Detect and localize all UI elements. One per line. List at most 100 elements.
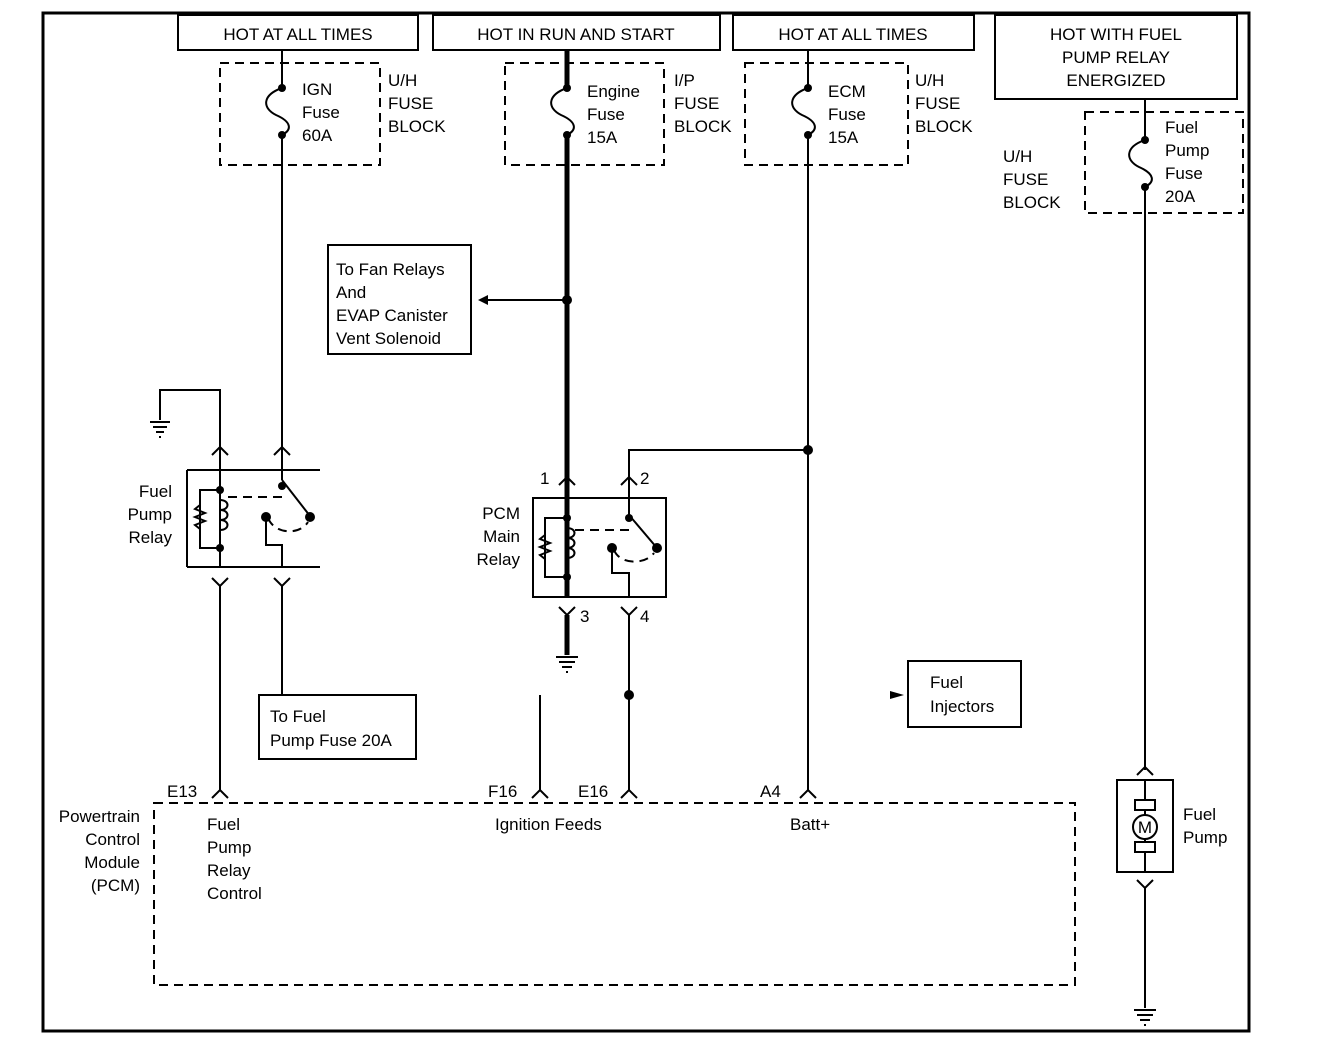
diagram-label: Pump — [207, 838, 251, 857]
arrow-icon — [890, 691, 904, 699]
fuel-pump-fuse: Fuel Pump Fuse 20A U/H FUSE BLOCK — [1003, 99, 1244, 214]
wire-segment — [186, 469, 320, 568]
splice-dot — [804, 84, 812, 92]
wire-segment — [558, 606, 638, 617]
pcm-main-relay: 1 2 3 4 PCM Main Relay — [477, 469, 667, 626]
diagram-label: HOT AT ALL TIMES — [778, 25, 927, 44]
wire-segment — [558, 475, 638, 486]
splice-dot — [803, 445, 813, 455]
pcm-module: E13 F16 E16 A4 Powertrain Control Module… — [59, 782, 1076, 986]
wire-segment — [211, 577, 291, 588]
diagram-label: FUSE — [1003, 170, 1048, 189]
splice-dot — [624, 690, 634, 700]
diagram-label: HOT IN RUN AND START — [477, 25, 674, 44]
diagram-label: ENERGIZED — [1066, 71, 1165, 90]
diagram-label: Engine — [587, 82, 640, 101]
diagram-label: FUSE — [388, 94, 433, 113]
diagram-label: To Fuel — [270, 707, 326, 726]
wire-segment — [537, 517, 567, 578]
wire-segment — [1084, 111, 1244, 214]
wire-segment — [265, 50, 290, 165]
diagram-label: Pump — [1165, 141, 1209, 160]
diagram-label: F16 — [488, 782, 517, 801]
wire-segment — [258, 694, 417, 760]
splice-dot — [216, 544, 224, 552]
diagram-label: 4 — [640, 607, 649, 626]
diagram-label: Batt+ — [790, 815, 830, 834]
wire-segment — [550, 87, 575, 136]
engine-fuse: Engine Fuse 15A I/P FUSE BLOCK — [504, 50, 732, 166]
wire-segment — [532, 497, 667, 598]
diagram-label: Module — [84, 853, 140, 872]
diagram-label: Relay — [207, 861, 251, 880]
diagram-label: E16 — [578, 782, 608, 801]
diagram-label: And — [336, 283, 366, 302]
fan-relays-note: To Fan Relays And EVAP Canister Vent Sol… — [327, 244, 572, 355]
diagram-label: PUMP RELAY — [1062, 48, 1170, 67]
diagram-label: PCM — [482, 504, 520, 523]
diagram-label: M — [1138, 818, 1152, 837]
to-fuel-pump-fuse-note: To Fuel Pump Fuse 20A — [258, 694, 417, 760]
diagram-label: 20A — [1165, 187, 1196, 206]
wire-segment — [267, 517, 309, 533]
diagram-label: BLOCK — [915, 117, 973, 136]
diagram-label: HOT AT ALL TIMES — [223, 25, 372, 44]
wire-segment — [1136, 879, 1154, 890]
diagram-label: Fuse — [828, 105, 866, 124]
wire-segment — [1134, 841, 1156, 853]
splice-dot — [305, 512, 315, 522]
diagram-label: I/P — [674, 71, 695, 90]
wire-segment — [566, 527, 576, 559]
diagram-label: 1 — [540, 469, 549, 488]
ground-icon — [150, 421, 170, 438]
ign-fuse: IGN Fuse 60A U/H FUSE BLOCK — [219, 50, 446, 166]
diagram-label: U/H — [388, 71, 417, 90]
header-hot-with-fuel-pump-relay: HOT WITH FUEL PUMP RELAY ENERGIZED — [994, 14, 1238, 100]
wire-segment — [211, 445, 291, 456]
diagram-label: Vent Solenoid — [336, 329, 441, 348]
wire-segment — [732, 14, 975, 51]
diagram-label: U/H — [1003, 147, 1032, 166]
wire-segment — [265, 517, 283, 567]
diagram-border — [41, 11, 1251, 1033]
splice-dot — [563, 514, 571, 522]
ground-icon — [556, 656, 578, 673]
diagram-label: FUSE — [915, 94, 960, 113]
diagram-label: ECM — [828, 82, 866, 101]
wire-segment — [219, 455, 283, 567]
wire-segment — [907, 660, 1022, 728]
diagram-label: To Fan Relays — [336, 260, 445, 279]
wire-segment — [192, 489, 220, 549]
diagram-label: Main — [483, 527, 520, 546]
diagram-label: 15A — [828, 128, 859, 147]
diagram-label: A4 — [760, 782, 781, 801]
fuel-pump-relay: Fuel Pump Relay — [128, 389, 320, 588]
splice-dot — [1141, 136, 1149, 144]
diagram-label: IGN — [302, 80, 332, 99]
wire-segment — [1128, 99, 1153, 213]
header-hot-at-all-times-2: HOT AT ALL TIMES — [732, 14, 975, 51]
diagram-label: Pump — [1183, 828, 1227, 847]
splice-dot — [652, 543, 662, 553]
diagram-label: Fuel — [930, 673, 963, 692]
wire-segment — [994, 14, 1238, 100]
wire-segment — [432, 14, 721, 51]
diagram-label: EVAP Canister — [336, 306, 448, 325]
header-hot-in-run-and-start: HOT IN RUN AND START — [432, 14, 721, 51]
diagram-label: Fuse — [302, 103, 340, 122]
splice-dot — [563, 573, 571, 581]
splice-dot — [278, 482, 286, 490]
diagram-label: FUSE — [674, 94, 719, 113]
diagram-label: Relay — [477, 550, 521, 569]
diagram-label: Fuel — [1183, 805, 1216, 824]
wire-segment — [613, 549, 655, 563]
wire-segment — [159, 389, 221, 455]
wire-segment — [1134, 799, 1156, 811]
wire-segment — [1136, 765, 1154, 776]
wire-segment — [744, 62, 909, 166]
wire-segment — [211, 788, 817, 799]
splice-dot — [804, 131, 812, 139]
diagram-label: Pump — [128, 505, 172, 524]
pcm-relay-pin2-wire — [628, 449, 808, 478]
diagram-label: Fuel — [139, 482, 172, 501]
